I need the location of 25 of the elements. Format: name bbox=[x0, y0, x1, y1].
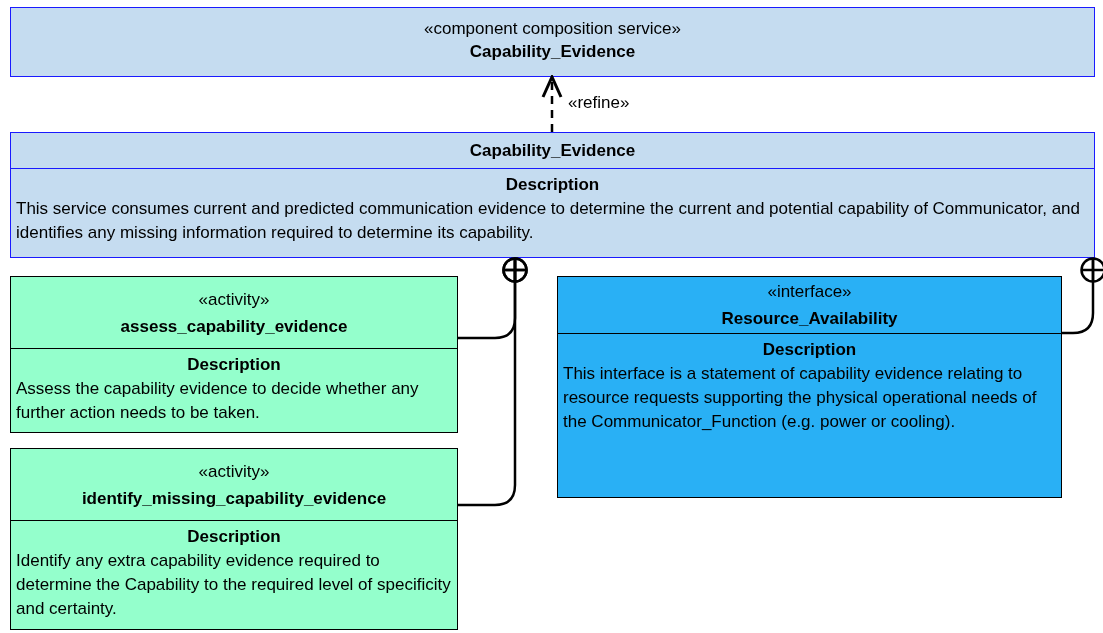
stereotype-label: «component composition service» bbox=[423, 18, 682, 40]
description-text: This service consumes current and predicted communication evidence to determine the current and potential capability of Communicator, and identifies any missing information required to determine its capability. bbox=[16, 198, 1081, 244]
class-box bbox=[10, 7, 1095, 77]
description-text: This interface is a statement of capability evidence relating to resource requests supporting the physical operational needs of the Communicator_Function (e.g. power or cooling). bbox=[563, 363, 1038, 433]
name-label: assess_capability_evidence bbox=[119, 315, 349, 338]
name-label: identify_missing_capability_evidence bbox=[80, 487, 388, 510]
name-label: Capability_Evidence bbox=[468, 41, 637, 63]
class-box bbox=[557, 276, 1062, 498]
stereotype-label: «interface» bbox=[766, 281, 853, 303]
description-text: Assess the capability evidence to decide whether any further action needs to be taken. bbox=[16, 378, 420, 424]
name-label: Resource_Availability bbox=[720, 308, 899, 330]
class-box bbox=[10, 448, 458, 630]
stereotype-label: «activity» bbox=[197, 460, 271, 483]
class-box bbox=[10, 132, 1095, 258]
section-heading: Description bbox=[504, 174, 601, 196]
description-text: Identify any extra capability evidence required to determine the Capability to the required level of specificity and certainty. bbox=[16, 550, 452, 620]
class-box bbox=[10, 276, 458, 433]
refine-arrow bbox=[541, 75, 563, 132]
section-heading: Description bbox=[186, 526, 282, 548]
containment-connector bbox=[458, 256, 528, 507]
containment-connector bbox=[1062, 256, 1103, 335]
section-heading: Description bbox=[186, 354, 282, 376]
section-heading: Description bbox=[761, 339, 858, 361]
stereotype-label: «activity» bbox=[197, 288, 271, 311]
name-label: Capability_Evidence bbox=[468, 140, 637, 162]
